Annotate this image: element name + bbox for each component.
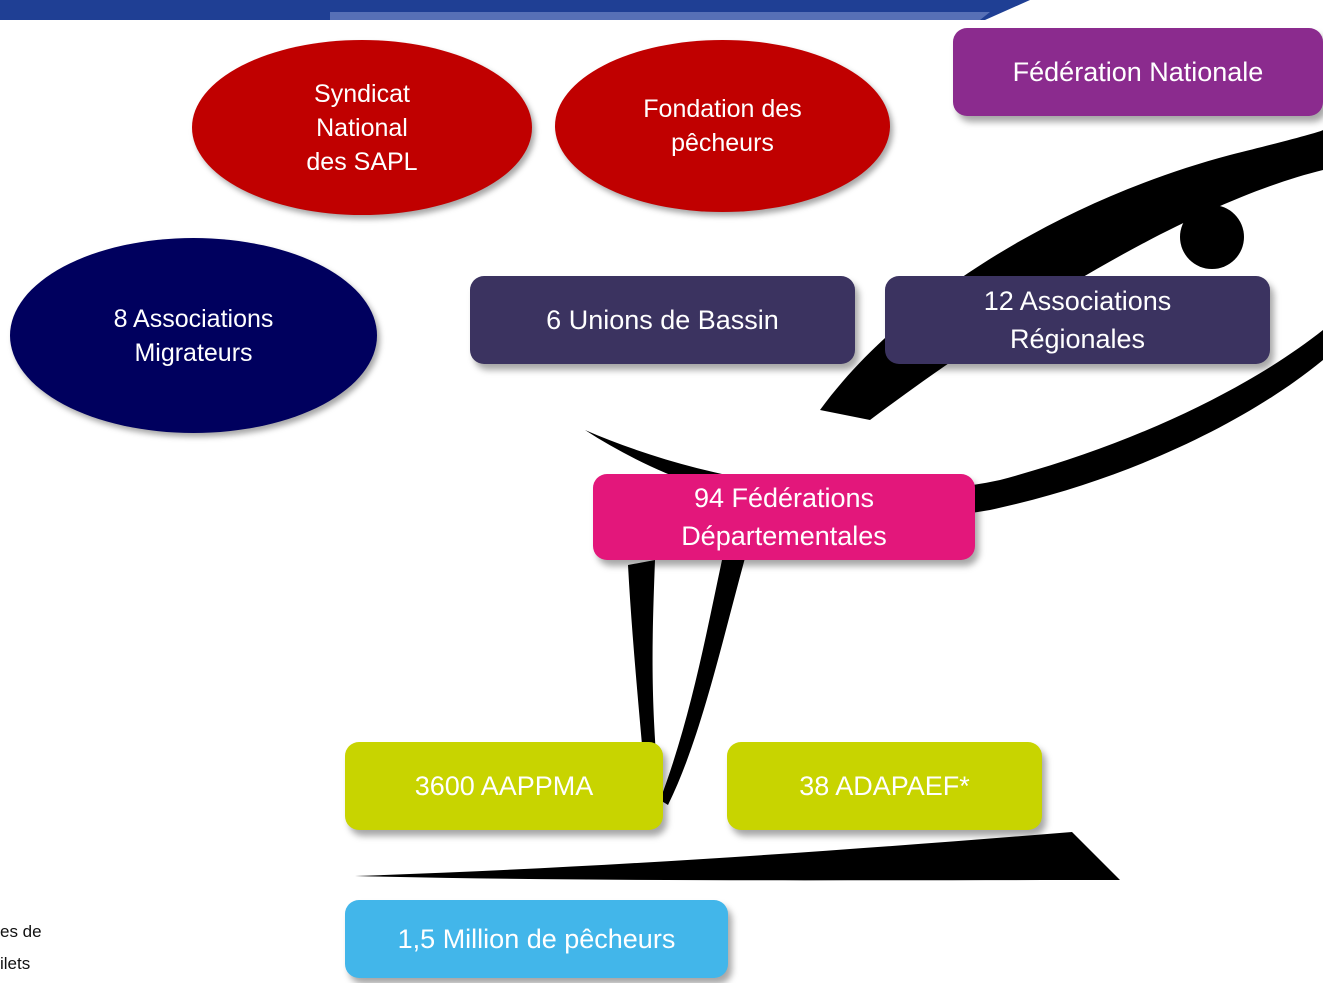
fish-belly-stroke xyxy=(585,330,1323,519)
unions-label: 6 Unions de Bassin xyxy=(546,305,779,335)
fondation-node: Fondation des pêcheurs xyxy=(555,40,890,212)
nationale-node: Fédération Nationale xyxy=(953,28,1323,116)
fish-eye xyxy=(1180,205,1244,269)
pecheurs-label: 1,5 Million de pêcheurs xyxy=(397,924,676,954)
federations-node: 94 Fédérations Départementales xyxy=(593,474,975,560)
fondation-label: Fondation des pêcheurs xyxy=(643,95,802,157)
pecheurs-node: 1,5 Million de pêcheurs xyxy=(345,900,728,978)
top-banner xyxy=(0,0,1030,20)
nationale-label: Fédération Nationale xyxy=(1012,57,1264,87)
syndicat-node: Syndicat National des SAPL xyxy=(192,40,532,215)
fish-hook xyxy=(355,832,1120,881)
adapaef-node: 38 ADAPAEF* xyxy=(727,742,1042,830)
migrateurs-node: 8 Associations Migrateurs xyxy=(10,238,377,433)
fish-back-stroke xyxy=(820,130,1323,420)
aappma-label: 3600 AAPPMA xyxy=(414,771,594,801)
unions-node: 6 Unions de Bassin xyxy=(470,276,855,364)
migrateurs-label: 8 Associations Migrateurs xyxy=(113,304,274,367)
aappma-node: 3600 AAPPMA xyxy=(345,742,663,830)
adapaef-label: 38 ADAPAEF* xyxy=(799,771,970,801)
federations-label: 94 Fédérations Départementales xyxy=(681,483,887,551)
regionales-label: 12 Associations Régionales xyxy=(983,286,1172,354)
regionales-node: 12 Associations Régionales xyxy=(885,276,1270,364)
top-banner-fade xyxy=(330,12,990,20)
fish-tail-right xyxy=(660,558,745,805)
syndicat-label: Syndicat National des SAPL xyxy=(306,79,418,176)
footnote-fragment: es de ilets xyxy=(0,922,42,973)
